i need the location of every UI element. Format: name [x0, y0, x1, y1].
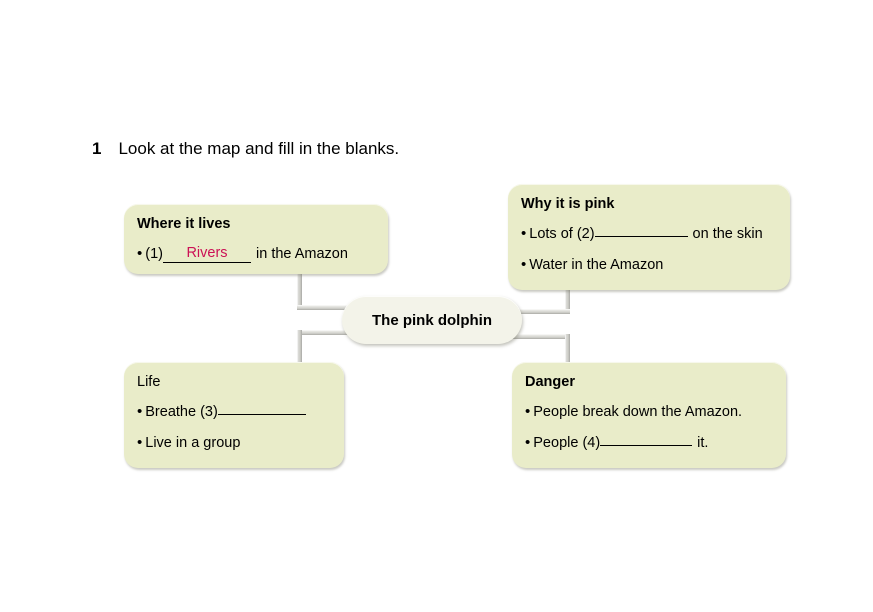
node-life-title: Life — [137, 374, 161, 390]
node-life-bullet-2: • Live in a group — [137, 435, 330, 452]
answer-text-1: Rivers — [186, 244, 228, 261]
node-where-it-lives[interactable]: Where it lives • (1) Rivers in the Amazo… — [124, 204, 388, 274]
blank-suffix-1: in the Amazon — [256, 245, 348, 262]
node-why-it-is-pink-bullet-2: • Water in the Amazon — [521, 257, 776, 274]
bullet-icon: • — [521, 224, 527, 242]
bullet-text: Water in the Amazon — [529, 256, 664, 273]
connector-horizontal-top-left — [297, 305, 355, 310]
blank-label-1: (1) — [145, 245, 163, 262]
node-life-body: Life • Breathe (3) • Live in a group — [124, 362, 344, 463]
blank-label-3: Breathe (3) — [145, 403, 218, 420]
connector-vertical-bottom-right — [565, 334, 570, 362]
bullet-icon: • — [521, 255, 527, 273]
node-life-bullet-1: • Breathe (3) — [137, 404, 330, 421]
answer-blank-2[interactable] — [594, 235, 688, 237]
node-danger-body: Danger • People break down the Amazon. •… — [512, 362, 786, 463]
bullet-text: Live in a group — [145, 434, 241, 451]
connector-horizontal-bottom-right — [508, 334, 570, 339]
bullet-icon: • — [137, 433, 143, 451]
node-why-it-is-pink[interactable]: Why it is pink • Lots of (2) on the skin… — [508, 184, 790, 290]
center-node-pink-dolphin[interactable]: The pink dolphin — [342, 296, 522, 344]
node-why-it-is-pink-title: Why it is pink — [521, 196, 615, 212]
node-danger-title: Danger — [525, 374, 575, 390]
bullet-icon: • — [137, 244, 143, 262]
node-where-it-lives-title: Where it lives — [137, 216, 231, 232]
blank-label-2: Lots of (2) — [529, 225, 595, 242]
bullet-icon: • — [525, 433, 531, 451]
bullet-icon: • — [137, 402, 143, 420]
node-life[interactable]: Life • Breathe (3) • Live in a group — [124, 362, 344, 468]
connector-horizontal-bottom-left — [297, 330, 355, 335]
bullet-text: People break down the Amazon. — [533, 403, 743, 420]
connector-horizontal-top-right — [508, 309, 570, 314]
center-node-label: The pink dolphin — [372, 311, 492, 329]
node-where-it-lives-body: Where it lives • (1) Rivers in the Amazo… — [124, 204, 388, 276]
node-danger-bullet-2: • People (4) it. — [525, 435, 772, 452]
connector-vertical-bottom-left — [297, 330, 302, 362]
answer-blank-3[interactable] — [217, 413, 306, 415]
answer-blank-1[interactable]: Rivers — [163, 245, 251, 263]
node-why-it-is-pink-body: Why it is pink • Lots of (2) on the skin… — [508, 184, 790, 285]
answer-blank-4[interactable] — [600, 444, 693, 446]
exercise-number: 1 — [92, 139, 102, 158]
connector-vertical-top-right — [565, 290, 570, 314]
blank-suffix-4: it. — [697, 434, 709, 451]
connector-vertical-top-left — [297, 272, 302, 310]
exercise-heading: 1 Look at the map and fill in the blanks… — [92, 139, 399, 159]
blank-label-4: People (4) — [533, 434, 601, 451]
bullet-icon: • — [525, 402, 531, 420]
blank-suffix-2: on the skin — [692, 225, 763, 242]
node-danger-bullet-1: • People break down the Amazon. — [525, 404, 772, 421]
node-where-it-lives-bullet-1: • (1) Rivers in the Amazon — [137, 244, 374, 264]
exercise-instruction: Look at the map and fill in the blanks. — [118, 139, 400, 158]
node-why-it-is-pink-bullet-1: • Lots of (2) on the skin — [521, 226, 776, 243]
node-danger[interactable]: Danger • People break down the Amazon. •… — [512, 362, 786, 468]
